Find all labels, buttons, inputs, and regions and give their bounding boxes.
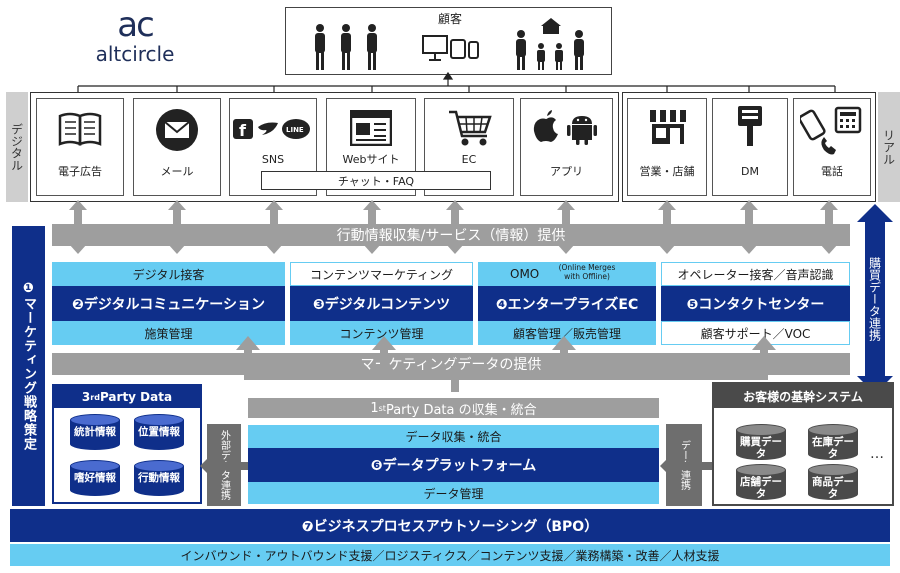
- bpo-sub-bar: インバウンド・アウトバウンド支援／ロジスティクス／コンテンツ支援／業務構築・改善…: [10, 544, 890, 566]
- first-party-sup: st: [378, 403, 386, 413]
- app-icon: [533, 110, 597, 145]
- db-inventory-label: 在庫データ: [812, 436, 854, 460]
- data-link-arrow: [660, 456, 724, 476]
- channel-label-sns: SNS: [261, 152, 285, 166]
- channel-label-mail: メール: [160, 165, 194, 178]
- service-bottom-omo: 顧客管理／販売管理: [478, 321, 656, 345]
- data-platform: ❻データプラットフォーム: [248, 448, 659, 482]
- marketing-strategy-column: ❶マーケティング戦略策定: [12, 226, 45, 506]
- db-inventory: 在庫データ: [808, 424, 858, 460]
- db-location: 位置情報: [134, 414, 184, 450]
- svg-text:f: f: [239, 121, 247, 140]
- real-text: リアル: [881, 129, 896, 165]
- flow-arrows: [236, 336, 776, 392]
- first-party-num: 1: [370, 400, 379, 416]
- digital-side-label: デジタル: [6, 92, 28, 202]
- service-top-omo: OMO (Online Merges with Offline): [478, 262, 656, 286]
- customer-label: 顧客: [437, 12, 462, 26]
- first-party-text: Party Data の収集・統合: [385, 402, 537, 418]
- phone-icon: [800, 106, 862, 155]
- db-store: 店舗データ: [736, 464, 786, 500]
- core-systems-box: お客様の基幹システム 購買データ 在庫データ 店舗データ 商品データ …: [712, 382, 894, 506]
- db-preference: 嗜好情報: [70, 460, 120, 496]
- omo-label: OMO: [510, 267, 540, 281]
- channel-label-dm: DM: [741, 164, 759, 178]
- mailbox-icon: [738, 106, 762, 146]
- third-party-title-num: 3: [81, 390, 91, 404]
- db-statistics: 統計情報: [70, 414, 120, 450]
- channel-label-ad: 電子広告: [58, 165, 102, 178]
- service-top-digital: デジタル接客: [52, 262, 285, 286]
- channel-card-app: [520, 98, 613, 196]
- service-top-content: コンテンツマーケティング: [290, 262, 473, 286]
- customer-box: 顧客: [285, 7, 612, 75]
- behavior-info-bar: 行動情報収集/サービス（情報）提供: [52, 224, 850, 246]
- channel-label-phone: 電話: [821, 165, 843, 178]
- db-purchase: 購買データ: [736, 424, 786, 460]
- service-bottom-contact: 顧客サポート／VOC: [661, 321, 850, 345]
- logo-text: altcircle: [95, 42, 175, 66]
- family-icon: [516, 18, 584, 70]
- svg-text:LINE: LINE: [286, 126, 304, 134]
- service-main-digital-communication: ❷デジタルコミュニケーション: [52, 286, 285, 321]
- external-link-arrow: [200, 456, 260, 476]
- core-systems-title: お客様の基幹システム: [714, 384, 892, 408]
- service-main-enterprise-ec: ❹エンタープライズEC: [478, 286, 656, 321]
- service-top-contact: オペレーター接客／音声認識: [661, 262, 850, 286]
- channel-label-app: アプリ: [550, 165, 583, 178]
- channel-card-ad: [36, 98, 124, 196]
- db-behavior: 行動情報: [134, 460, 184, 496]
- purchase-data-label: 購買データ連携: [865, 224, 885, 374]
- core-ellipsis: …: [870, 446, 884, 462]
- book-icon: [58, 112, 102, 146]
- people-icon: [315, 24, 377, 70]
- cart-icon: [449, 110, 492, 146]
- logo-mark: ac: [117, 5, 155, 45]
- channel-label-web: Webサイト: [342, 153, 400, 166]
- db-behavior-label: 行動情報: [138, 472, 180, 484]
- db-location-label: 位置情報: [138, 426, 180, 438]
- service-main-contact-center: ❺コンタクトセンター: [661, 286, 850, 321]
- third-party-title-text: Party Data: [99, 390, 173, 404]
- third-party-title-sup: rd: [90, 392, 100, 402]
- mail-icon: [156, 109, 198, 151]
- platform-bottom: データ管理: [248, 482, 659, 504]
- platform-top: データ収集・統合: [248, 425, 659, 448]
- web-icon: [350, 110, 392, 146]
- devices-icon: [422, 35, 479, 61]
- db-purchase-label: 購買データ: [740, 436, 782, 460]
- store-icon: [650, 110, 686, 144]
- db-preference-label: 嗜好情報: [74, 472, 116, 484]
- db-product-label: 商品データ: [812, 476, 854, 500]
- db-product: 商品データ: [808, 464, 858, 500]
- real-side-label: リアル: [878, 92, 900, 202]
- connector-lines: [72, 71, 841, 100]
- omo-note: (Online Merges with Offline): [558, 263, 616, 281]
- strategy-text: ❶マーケティング戦略策定: [21, 281, 36, 451]
- db-statistics-label: 統計情報: [74, 426, 116, 438]
- channel-label-ec: EC: [461, 152, 477, 166]
- digital-text: デジタル: [9, 123, 24, 171]
- chat-faq-box: チャット・FAQ: [261, 171, 491, 190]
- purchase-data-text: 購買データ連携: [867, 257, 882, 341]
- purchase-data-arrow: [857, 204, 893, 394]
- service-main-digital-content: ❸デジタルコンテンツ: [290, 286, 473, 321]
- bpo-bar: ❼ビジネスプロセスアウトソーシング（BPO）: [10, 509, 890, 542]
- channel-label-store: 営業・店舗: [639, 165, 695, 178]
- db-store-label: 店舗データ: [740, 476, 782, 500]
- logo: ac altcircle: [80, 8, 190, 68]
- sns-icon: f LINE: [233, 119, 310, 140]
